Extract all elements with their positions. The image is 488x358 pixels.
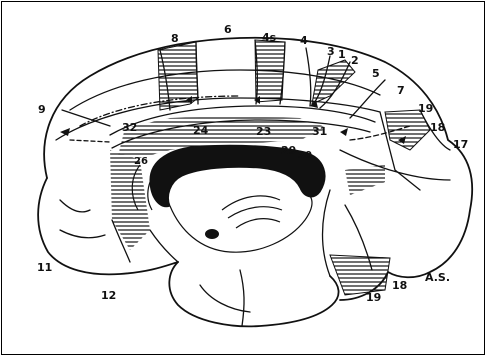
label-8: 8 [171, 32, 179, 45]
label-6: 6 [224, 23, 232, 36]
label-19-bottom: 19 [366, 291, 381, 304]
label-30: 30 [298, 150, 312, 161]
label-26: 26 [134, 156, 148, 167]
label-2: 2 [351, 54, 359, 67]
label-11: 11 [37, 261, 52, 274]
label-12: 12 [101, 289, 116, 302]
label-24: 24 [193, 124, 209, 137]
label-29: 29 [281, 144, 296, 157]
label-5: 5 [372, 67, 380, 80]
label-4: 4 [300, 34, 308, 47]
label-18-bottom: 18 [392, 279, 407, 292]
label-9: 9 [38, 103, 46, 116]
label-3: 3 [327, 45, 335, 58]
author-initials: A.S. [425, 271, 450, 284]
anterior-commissure [205, 229, 219, 239]
label-17: 17 [453, 138, 468, 151]
label-7: 7 [397, 84, 405, 97]
label-31: 31 [312, 125, 327, 138]
label-18-top: 18 [430, 121, 445, 134]
label-4s: 4s [262, 31, 277, 44]
label-19-top: 19 [418, 102, 433, 115]
label-32: 32 [122, 121, 137, 134]
label-23: 23 [256, 125, 271, 138]
label-1: 1 [338, 48, 346, 61]
